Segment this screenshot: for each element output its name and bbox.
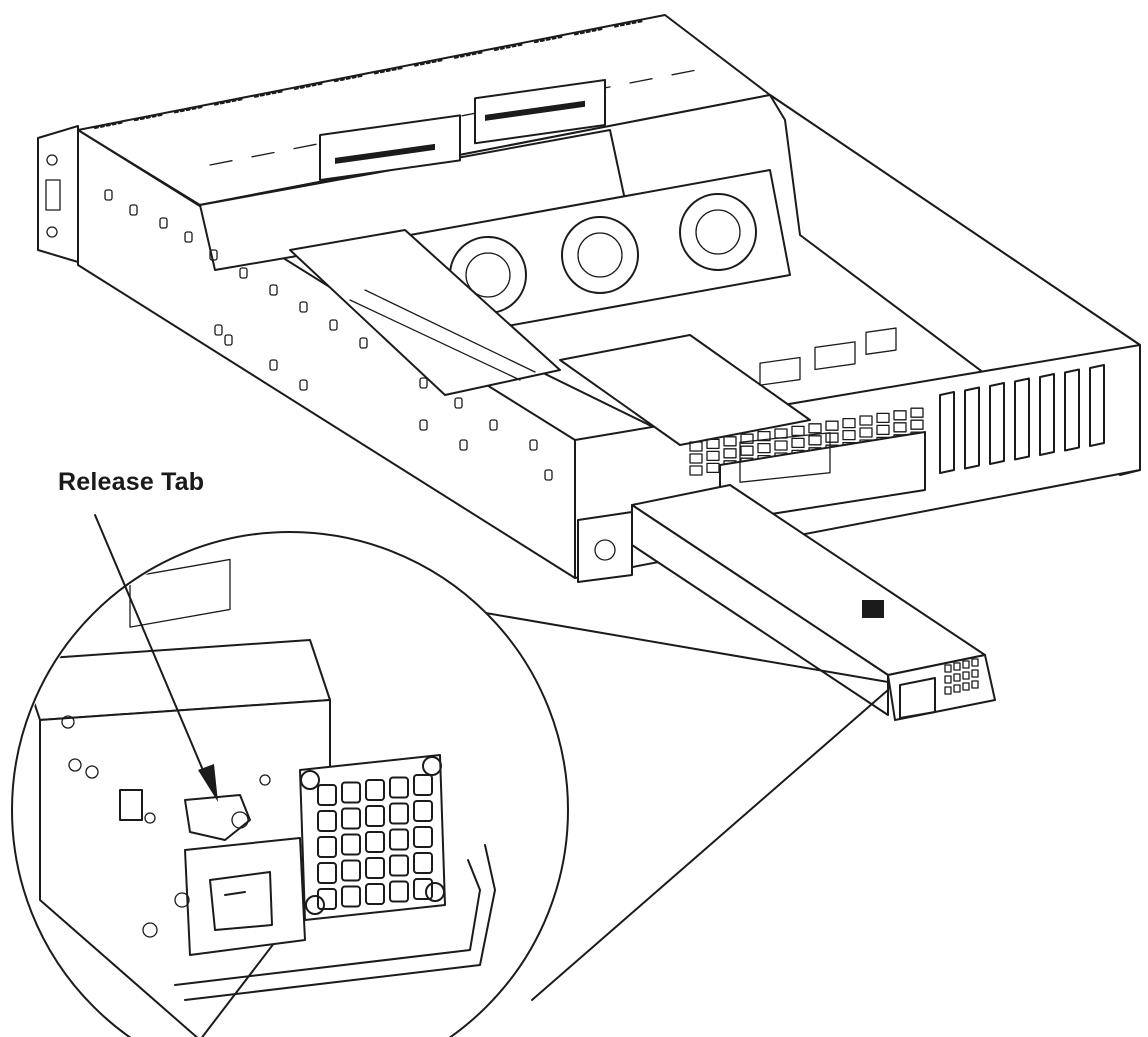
psu-handle bbox=[174, 859, 481, 986]
cooling-fans bbox=[409, 169, 791, 341]
release-tab-label: Release Tab bbox=[58, 468, 205, 496]
motherboard-plate bbox=[559, 334, 811, 446]
fan-2 bbox=[561, 216, 639, 294]
power-supply-module bbox=[631, 432, 996, 721]
ac-inlet bbox=[184, 837, 306, 956]
callout-line-top bbox=[409, 599, 889, 683]
backplane-connectors bbox=[335, 100, 585, 164]
psu-side bbox=[631, 504, 889, 716]
psu-face bbox=[887, 654, 996, 721]
server-chassis bbox=[37, 14, 1141, 583]
callout-line-bottom bbox=[531, 689, 889, 1001]
side-wall-holes bbox=[104, 189, 553, 481]
fan-3 bbox=[679, 193, 757, 271]
psu-bay-1 bbox=[577, 511, 633, 583]
zoomed-psu bbox=[19, 558, 496, 1037]
rack-ear bbox=[37, 125, 79, 263]
pci-slots bbox=[939, 364, 1105, 474]
psu-grille bbox=[944, 658, 979, 695]
magnifier-callout bbox=[11, 531, 889, 1037]
release-tab bbox=[184, 794, 251, 841]
release-tab-arrow bbox=[94, 514, 218, 802]
air-shroud bbox=[289, 229, 561, 396]
